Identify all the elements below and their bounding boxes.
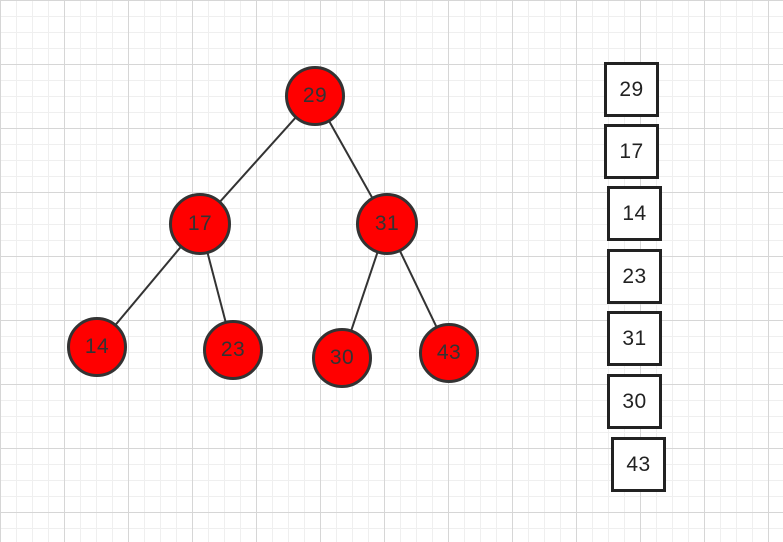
tree-edge	[219, 116, 297, 203]
traversal-item-30[interactable]: 30	[607, 374, 662, 429]
tree-node-17[interactable]: 17	[169, 193, 231, 255]
traversal-item-14[interactable]: 14	[607, 186, 662, 241]
traversal-item-29[interactable]: 29	[604, 62, 659, 117]
traversal-item-17[interactable]: 17	[604, 124, 659, 179]
tree-edge	[206, 252, 227, 323]
traversal-item-31[interactable]: 31	[607, 311, 662, 366]
tree-edge	[399, 250, 438, 328]
traversal-item-23[interactable]: 23	[607, 249, 662, 304]
tree-node-31[interactable]: 31	[356, 193, 418, 255]
tree-node-29[interactable]: 29	[285, 66, 345, 126]
tree-node-23[interactable]: 23	[203, 320, 263, 380]
tree-node-30[interactable]: 30	[312, 328, 372, 388]
traversal-item-43[interactable]: 43	[611, 437, 666, 492]
tree-edge	[350, 252, 379, 331]
tree-node-14[interactable]: 14	[67, 317, 127, 377]
tree-edge	[114, 246, 182, 326]
tree-edge	[328, 120, 374, 199]
tree-node-43[interactable]: 43	[419, 323, 479, 383]
